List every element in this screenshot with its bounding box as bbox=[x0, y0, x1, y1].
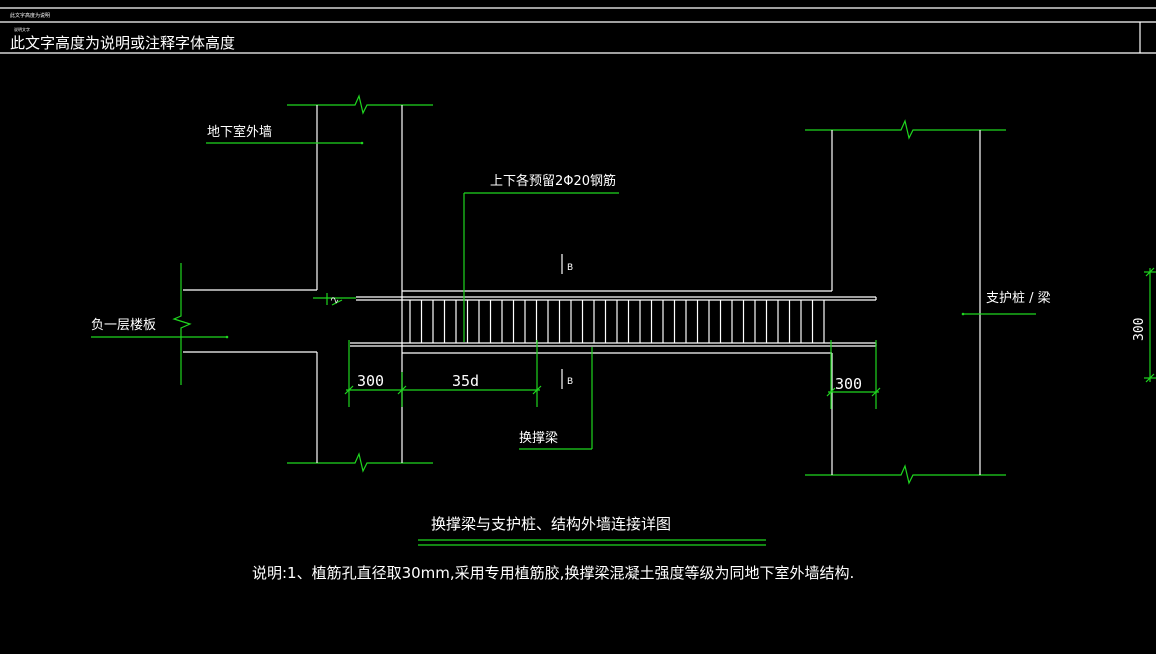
dimension-right bbox=[826, 340, 881, 409]
small-mark: 2 bbox=[330, 296, 341, 306]
section-mark-top: B bbox=[567, 263, 573, 273]
dim-300-right: 300 bbox=[835, 375, 862, 393]
leader-basement-wall bbox=[206, 141, 364, 145]
basement-wall bbox=[183, 94, 433, 473]
leader-pile bbox=[961, 312, 1036, 316]
label-pile: 支护桩 / 梁 bbox=[986, 291, 1051, 306]
label-slab: 负一层楼板 bbox=[91, 318, 156, 333]
label-basement-wall: 地下室外墙 bbox=[207, 124, 272, 140]
drawing-title-underline bbox=[418, 539, 766, 546]
beam-stirrups bbox=[409, 300, 825, 343]
drawing-title: 换撑梁与支护桩、结构外墙连接详图 bbox=[431, 515, 671, 533]
dim-35d: 35d bbox=[452, 372, 479, 390]
note-text: 说明:1、植筋孔直径取30mm,采用专用植筋胶,换撑梁混凝土强度等级为同地下室外… bbox=[252, 564, 854, 582]
dimension-vertical bbox=[1144, 267, 1156, 383]
label-beam: 换撑梁 bbox=[519, 431, 558, 446]
leader-rebar-note bbox=[463, 192, 619, 342]
dimension-left bbox=[344, 340, 542, 407]
header-tiny-text-2: 说明文字 bbox=[14, 26, 30, 32]
label-rebar-note: 上下各预留2Φ20钢筋 bbox=[490, 173, 616, 189]
dim-300-vertical: 300 bbox=[1132, 318, 1147, 341]
header-title: 此文字高度为说明或注释字体高度 bbox=[10, 34, 235, 52]
header-frame bbox=[0, 7, 1156, 54]
section-mark-bottom: B bbox=[567, 377, 573, 387]
leader-slab bbox=[91, 335, 229, 339]
header-tiny-text-1: 此文字高度为说明 bbox=[10, 12, 50, 19]
dim-300-left: 300 bbox=[357, 372, 384, 390]
slab-break-line bbox=[172, 263, 192, 385]
leader-beam bbox=[519, 347, 593, 450]
support-pile bbox=[805, 119, 1006, 485]
